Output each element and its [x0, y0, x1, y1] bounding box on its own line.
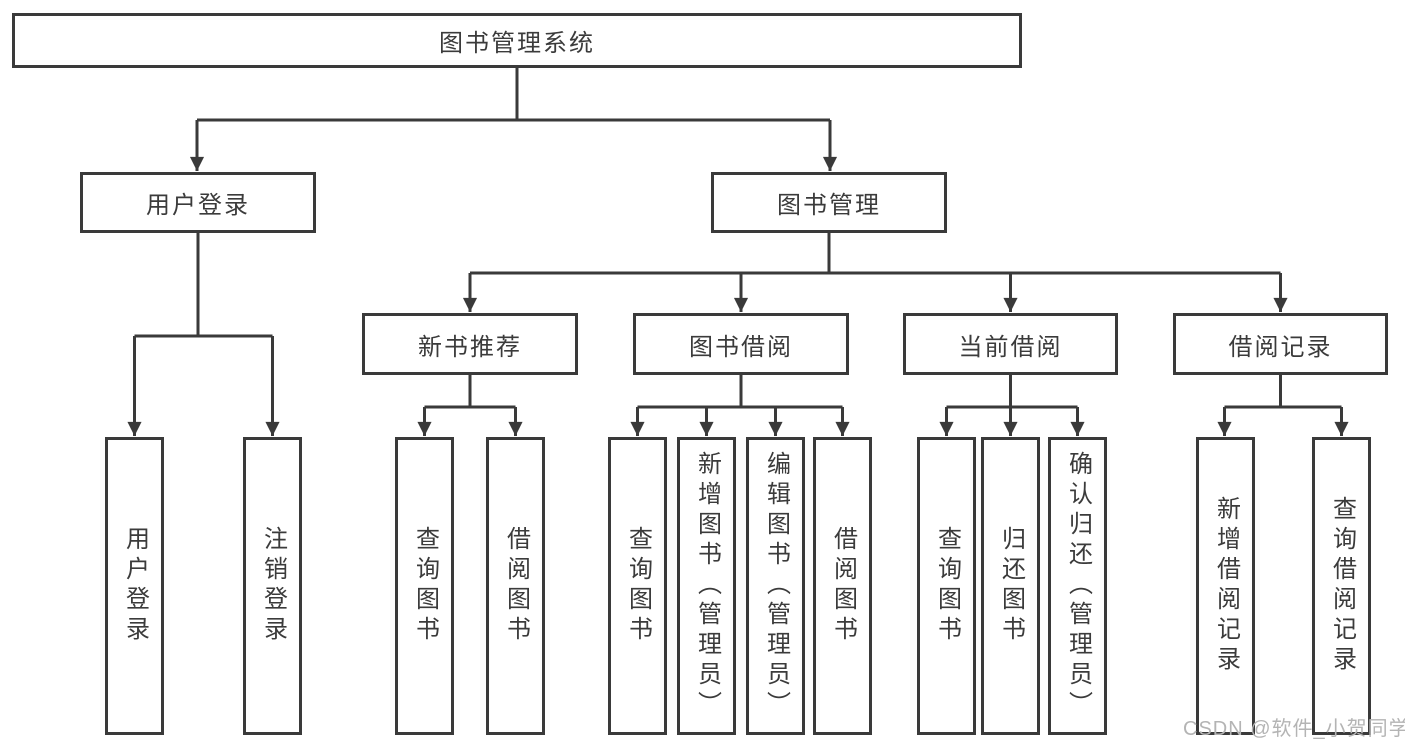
node-new-book-recommend: 新书推荐	[362, 313, 578, 375]
leaf-confirm-return-admin: 确认归还（管理员）	[1048, 437, 1107, 735]
leaf-borrow-books-recommend: 借阅图书	[486, 437, 545, 735]
node-library-management-system: 图书管理系统	[12, 13, 1022, 68]
leaf-borrow-books: 借阅图书	[813, 437, 872, 735]
node-label: 借阅记录	[1228, 333, 1333, 361]
leaf-label: 借阅图书	[502, 526, 530, 646]
node-user-login: 用户登录	[80, 172, 316, 233]
leaf-label: 查询图书	[411, 526, 439, 646]
leaf-label: 查询图书	[933, 526, 961, 646]
node-label: 用户登录	[146, 192, 250, 219]
node-current-borrow: 当前借阅	[903, 313, 1118, 375]
node-label: 图书管理系统	[439, 30, 595, 57]
leaf-label: 注销登录	[259, 526, 287, 646]
node-label: 当前借阅	[958, 333, 1063, 361]
leaf-query-books-recommend: 查询图书	[395, 437, 454, 735]
node-borrow-records: 借阅记录	[1173, 313, 1388, 375]
node-book-borrow: 图书借阅	[633, 313, 849, 375]
node-label: 图书管理	[777, 192, 881, 219]
connector-trunks	[134, 68, 1342, 409]
leaf-user-login: 用户登录	[105, 437, 164, 735]
leaf-query-books-borrow: 查询图书	[608, 437, 667, 735]
leaf-query-books-current: 查询图书	[917, 437, 976, 735]
leaf-label: 借阅图书	[829, 526, 857, 646]
leaf-query-borrow-record: 查询借阅记录	[1312, 437, 1371, 735]
node-label: 新书推荐	[418, 333, 522, 361]
leaf-return-books: 归还图书	[981, 437, 1040, 735]
leaf-logout: 注销登录	[243, 437, 302, 735]
leaf-label: 用户登录	[121, 526, 149, 646]
leaf-label: 新增借阅记录	[1212, 496, 1240, 676]
leaf-label: 查询图书	[624, 526, 652, 646]
connector-arrows	[127, 120, 1349, 436]
leaf-label: 归还图书	[997, 526, 1025, 646]
node-book-management: 图书管理	[711, 172, 947, 233]
leaf-add-book-admin: 新增图书（管理员）	[677, 437, 736, 735]
node-label: 图书借阅	[689, 333, 793, 361]
leaf-label: 新增图书（管理员）	[693, 451, 721, 721]
csdn-watermark: CSDN @软件_小贺同学	[1183, 718, 1405, 740]
leaf-label: 确认归还（管理员）	[1064, 451, 1092, 721]
leaf-label: 编辑图书（管理员）	[762, 451, 790, 721]
leaf-label: 查询借阅记录	[1328, 496, 1356, 676]
leaf-add-borrow-record: 新增借阅记录	[1196, 437, 1255, 735]
leaf-edit-book-admin: 编辑图书（管理员）	[746, 437, 805, 735]
